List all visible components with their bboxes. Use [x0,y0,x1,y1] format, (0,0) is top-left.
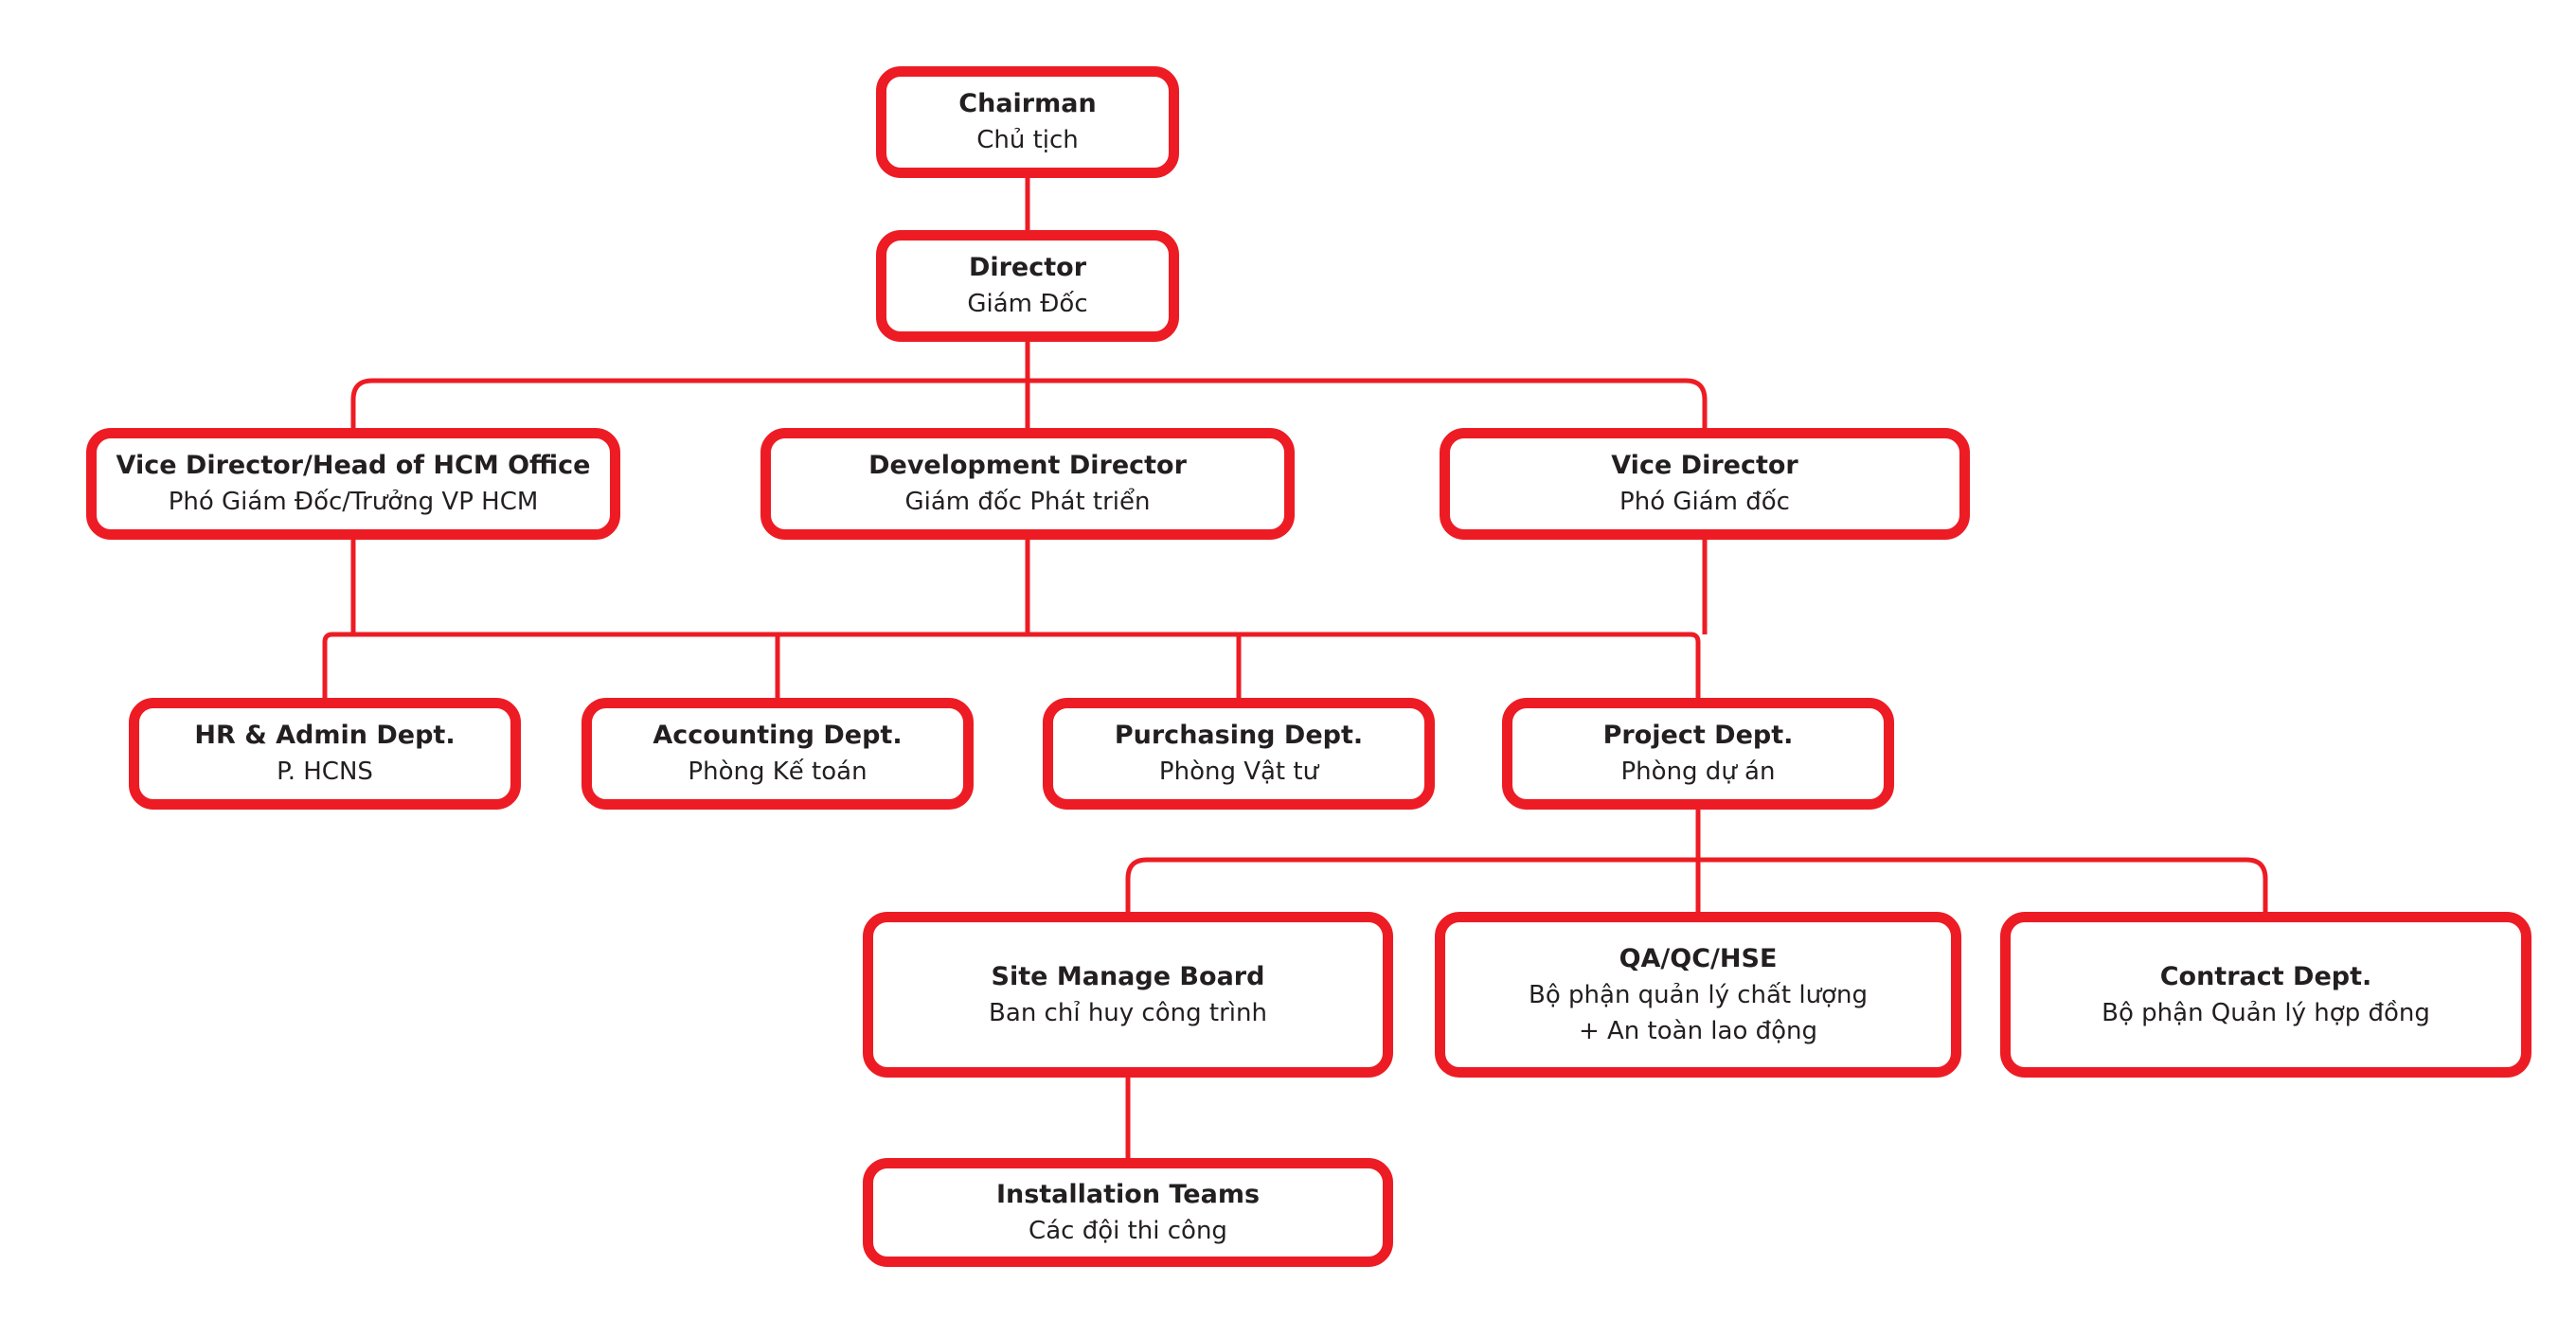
node-accounting-dept: Accounting Dept. Phòng Kế toán [581,698,974,810]
node-qa-qc-hse-subtitle2: + An toàn lao động [1578,1016,1818,1045]
node-development-director-subtitle: Giám đốc Phát triển [904,488,1151,516]
node-vice-director-hcm: Vice Director/Head of HCM Office Phó Giá… [86,428,620,540]
node-chairman-title: Chairman [958,89,1097,118]
node-hr-admin-dept-title: HR & Admin Dept. [194,721,456,750]
node-vice-director-subtitle: Phó Giám đốc [1619,488,1790,516]
node-development-director: Development Director Giám đốc Phát triển [760,428,1295,540]
node-director-subtitle: Giám Đốc [967,290,1088,318]
node-contract-dept-subtitle: Bộ phận Quản lý hợp đồng [2102,998,2430,1027]
node-contract-dept-title: Contract Dept. [2159,961,2372,991]
node-project-dept-subtitle: Phòng dự án [1620,758,1776,786]
node-project-dept: Project Dept. Phòng dự án [1502,698,1894,810]
node-site-manage-board: Site Manage Board Ban chỉ huy công trình [863,912,1393,1078]
node-installation-teams-title: Installation Teams [995,1179,1261,1209]
node-hr-admin-dept: HR & Admin Dept. P. HCNS [129,698,521,810]
node-accounting-dept-title: Accounting Dept. [653,721,903,750]
node-development-director-title: Development Director [868,451,1187,480]
node-site-manage-board-title: Site Manage Board [991,961,1265,991]
node-chairman-subtitle: Chủ tịch [976,126,1079,154]
node-purchasing-dept-subtitle: Phòng Vật tư [1158,758,1319,786]
node-hr-admin-dept-subtitle: P. HCNS [277,758,373,786]
node-qa-qc-hse-title: QA/QC/HSE [1619,943,1778,973]
node-vice-director: Vice Director Phó Giám đốc [1440,428,1970,540]
connector-bus-level3 [350,378,1708,430]
node-vice-director-hcm-title: Vice Director/Head of HCM Office [116,451,591,480]
node-installation-teams-subtitle: Các đội thi công [1029,1216,1227,1245]
node-qa-qc-hse: QA/QC/HSE Bộ phận quản lý chất lượng + A… [1435,912,1961,1078]
node-vice-director-hcm-subtitle: Phó Giám Đốc/Trưởng VP HCM [168,488,539,516]
node-purchasing-dept: Purchasing Dept. Phòng Vật tư [1043,698,1435,810]
node-contract-dept: Contract Dept. Bộ phận Quản lý hợp đồng [2000,912,2531,1078]
node-project-dept-title: Project Dept. [1602,721,1794,750]
node-director-title: Director [968,253,1087,282]
node-purchasing-dept-title: Purchasing Dept. [1114,721,1364,750]
node-vice-director-title: Vice Director [1611,451,1798,480]
node-site-manage-board-subtitle: Ban chỉ huy công trình [989,998,1267,1027]
connector-bus-level4 [322,632,1701,700]
node-director: Director Giám Đốc [876,230,1179,342]
node-chairman: Chairman Chủ tịch [876,66,1179,178]
connector-bus-level5 [1125,857,2268,915]
node-installation-teams: Installation Teams Các đội thi công [863,1158,1393,1267]
node-accounting-dept-subtitle: Phòng Kế toán [688,758,868,786]
node-qa-qc-hse-subtitle: Bộ phận quản lý chất lượng [1529,980,1868,1009]
